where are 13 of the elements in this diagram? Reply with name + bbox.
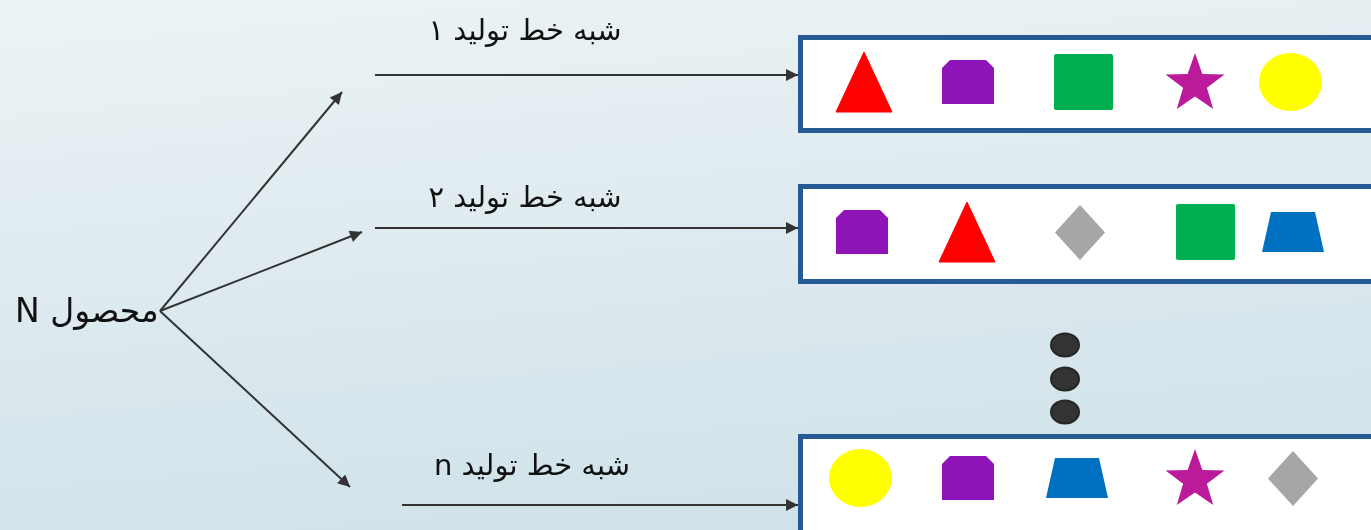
- sequence-box: [798, 434, 1371, 530]
- arrow: [159, 310, 351, 488]
- arrow: [159, 91, 343, 312]
- arrow: [401, 499, 799, 511]
- sequence-box: [798, 184, 1371, 284]
- edge-label: شبه خط تولید ۲: [428, 180, 622, 214]
- product-label: محصول N: [15, 294, 159, 328]
- arrow: [374, 69, 799, 81]
- edge-label: شبه خط تولید ۱: [428, 13, 622, 47]
- edge-label: شبه خط تولید n: [434, 448, 630, 482]
- arrow: [159, 230, 363, 312]
- sequence-box: [798, 35, 1371, 133]
- arrow: [374, 222, 799, 234]
